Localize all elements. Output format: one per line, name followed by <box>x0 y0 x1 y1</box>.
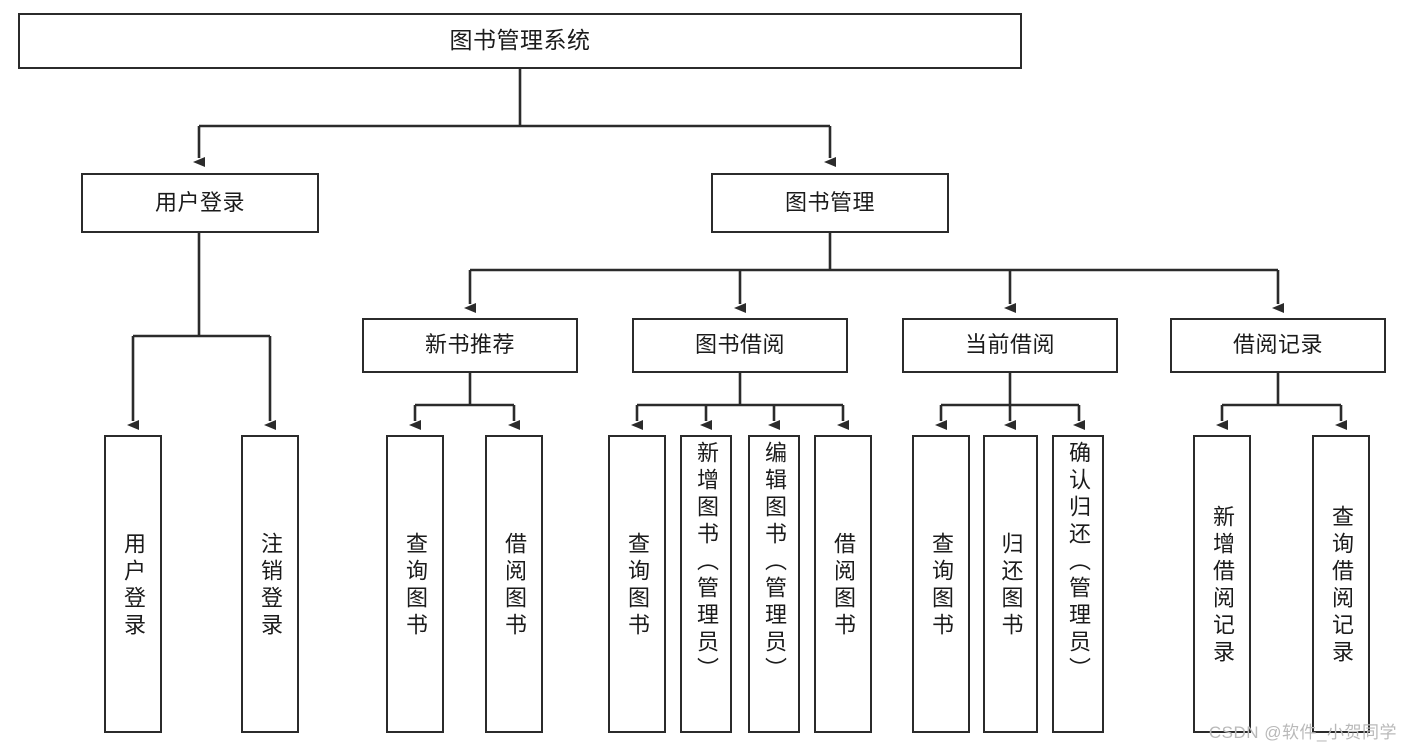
node-label: 确认归还（管理员） <box>1066 441 1091 684</box>
node-label: 查询借阅记录 <box>1329 505 1354 667</box>
node-label: 借阅记录 <box>1232 332 1323 358</box>
leaf-add-book-admin[interactable]: 新增图书（管理员） <box>680 435 732 733</box>
node-user-login[interactable]: 用户登录 <box>81 173 319 233</box>
leaf-query-borrow-record[interactable]: 查询借阅记录 <box>1312 435 1370 733</box>
leaf-borrow-book-rec[interactable]: 借阅图书 <box>485 435 543 733</box>
node-current-borrow[interactable]: 当前借阅 <box>902 318 1118 373</box>
node-label: 查询图书 <box>929 532 954 640</box>
node-label: 图书管理 <box>784 189 875 215</box>
node-label: 借阅图书 <box>831 532 856 640</box>
watermark-text: CSDN @软件_小贺同学 <box>1208 723 1397 742</box>
leaf-query-book-rec[interactable]: 查询图书 <box>386 435 444 733</box>
node-label: 新增借阅记录 <box>1210 505 1235 667</box>
node-label: 编辑图书（管理员） <box>762 441 787 684</box>
node-book-borrow[interactable]: 图书借阅 <box>632 318 848 373</box>
leaf-logout-login[interactable]: 注销登录 <box>241 435 299 733</box>
node-label: 借阅图书 <box>502 532 527 640</box>
node-label: 图书借阅 <box>694 332 785 358</box>
node-label: 查询图书 <box>625 532 650 640</box>
node-new-book-rec[interactable]: 新书推荐 <box>362 318 578 373</box>
node-label: 图书管理系统 <box>449 27 591 54</box>
node-label: 归还图书 <box>998 532 1024 640</box>
node-label: 用户登录 <box>154 189 245 215</box>
node-book-manage[interactable]: 图书管理 <box>711 173 949 233</box>
leaf-query-book-borrow[interactable]: 查询图书 <box>608 435 666 733</box>
leaf-borrow-book[interactable]: 借阅图书 <box>814 435 872 733</box>
leaf-query-book-current[interactable]: 查询图书 <box>912 435 970 733</box>
leaf-add-borrow-record[interactable]: 新增借阅记录 <box>1193 435 1251 733</box>
node-label: 当前借阅 <box>964 332 1055 358</box>
node-label: 注销登录 <box>258 532 283 640</box>
node-label: 查询图书 <box>403 532 428 640</box>
leaf-return-book[interactable]: 归还图书 <box>983 435 1038 733</box>
leaf-confirm-return-admin[interactable]: 确认归还（管理员） <box>1052 435 1104 733</box>
node-root-system[interactable]: 图书管理系统 <box>18 13 1022 69</box>
leaf-edit-book-admin[interactable]: 编辑图书（管理员） <box>748 435 800 733</box>
node-borrow-record[interactable]: 借阅记录 <box>1170 318 1386 373</box>
node-label: 新书推荐 <box>424 332 515 358</box>
node-label: 用户登录 <box>121 532 146 640</box>
node-label: 新增图书（管理员） <box>694 441 719 684</box>
leaf-user-login[interactable]: 用户登录 <box>104 435 162 733</box>
